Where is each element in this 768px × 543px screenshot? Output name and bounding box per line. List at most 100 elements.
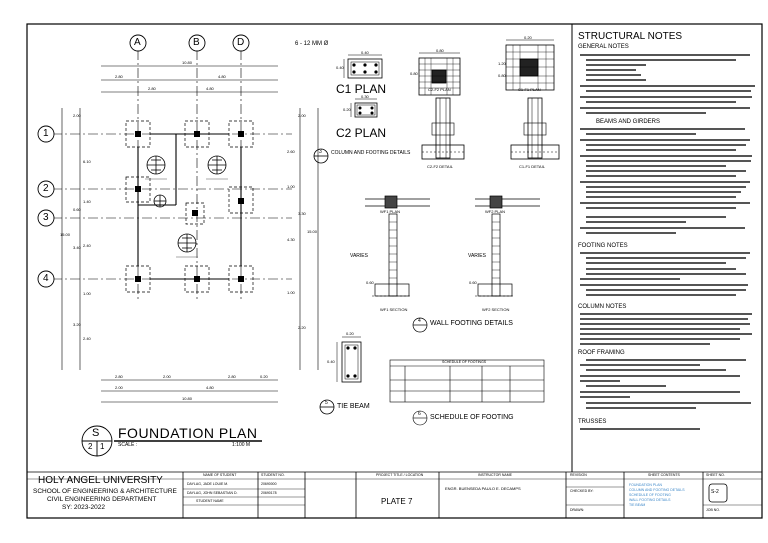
wall-footing-num: 4: [418, 318, 421, 324]
tie-beam-title: TIE BEAM: [337, 403, 370, 410]
foundation-plan-drawing: [37, 34, 319, 457]
plan-symbol-letter: S: [92, 427, 100, 439]
footing-dim: 1.20: [498, 61, 506, 66]
wall-footing-dim: 0.60: [366, 280, 374, 285]
grid-label-1: 1: [43, 128, 49, 139]
dim-left: 3.40: [73, 245, 81, 250]
wf2-section-label: WF2 SECTION: [482, 307, 510, 312]
wf1-section-label: WF1 SECTION: [380, 307, 408, 312]
notes-section: ROOF FRAMING: [578, 350, 625, 356]
dim-right: 2.20: [298, 325, 306, 330]
instructor-name: ENGR. BUENSEDA PAULO E. DECAMPS: [445, 486, 521, 491]
dim-bottom: 0.20: [260, 374, 268, 379]
drawn-label: DRAWN:: [570, 508, 585, 512]
name-header: NAME OF STUDENT: [203, 473, 237, 477]
grid-label-4: 4: [43, 273, 49, 284]
footing-dim: 0.80: [410, 71, 418, 76]
c1f1-plan-label: C1-F1 PLAN: [518, 87, 541, 92]
dim-left: 2.40: [83, 243, 91, 248]
c2f2-plan-label: C2-F2 PLAN: [428, 87, 451, 92]
footing-dim: 0.20: [524, 35, 532, 40]
dim-top: 4.80: [206, 86, 214, 91]
student-name: DAYLAG, JADE LOUIE M.: [187, 482, 229, 486]
sheet-content-item: TIE BEAM: [629, 503, 646, 507]
wall-footing-drawing: [365, 195, 540, 333]
sheet-contents-header: SHEET CONTENTS: [648, 473, 680, 477]
dim-left: 6.10: [83, 159, 91, 164]
dim-top: 10.80: [182, 60, 193, 65]
varies-label: VARIES: [468, 253, 486, 259]
student-name-label: STUDENT NAME: [196, 499, 224, 503]
sheet-no: S-2: [711, 489, 719, 495]
schedule-table-title: SCHEDULE OF FOOTINGS: [442, 360, 487, 364]
sheet-content-item: FOUNDATION PLAN: [629, 483, 662, 487]
notes-section: COLUMN NOTES: [578, 304, 627, 310]
dim-left: 15.00: [60, 232, 71, 237]
c1-plan-title: C1 PLAN: [336, 82, 387, 96]
schedule-num: 6: [418, 411, 421, 417]
dim-right: 4.30: [287, 237, 295, 242]
dim-left: 3.20: [73, 322, 81, 327]
grid-label-d: D: [237, 37, 245, 48]
column-footing-title: COLUMN AND FOOTING DETAILS: [331, 150, 411, 156]
c1f1-detail-label: C1-F1 DETAIL: [519, 164, 545, 169]
scale-value: 1:100 M: [232, 442, 251, 448]
scale-label: SCALE :: [118, 442, 138, 448]
notes-title: STRUCTURAL NOTES: [578, 31, 683, 42]
dim-top: 2.80: [115, 74, 123, 79]
dim-right: 2.60: [287, 149, 295, 154]
department-name: CIVIL ENGINEERING DEPARTMENT: [47, 496, 157, 503]
title-block: [27, 471, 762, 518]
grid-label-a: A: [134, 37, 141, 48]
sheet-content-item: SCHEDULE OF FOOTING: [629, 493, 671, 497]
instructor-header: INSTRUCTOR NAME: [478, 473, 512, 477]
sheet-content-item: WALL FOOTING DETAILS: [629, 498, 671, 502]
dim-right: 1.00: [287, 290, 295, 295]
c1-dim: 0.40: [361, 50, 369, 55]
tie-beam-drawing: [319, 336, 362, 415]
checked-by: CHECKED BY:: [570, 489, 594, 493]
dim-right: 15.00: [307, 229, 318, 234]
wf1-plan-label: WF1 PLAN: [380, 209, 401, 214]
plate-number: PLATE 7: [381, 497, 413, 506]
foundation-plan-title: FOUNDATION PLAN: [118, 425, 258, 441]
notes-section: TRUSSES: [578, 419, 607, 425]
notes-section: FOOTING NOTES: [578, 243, 628, 249]
revision-header: REVISION: [570, 473, 587, 477]
notes-section: BEAMS AND GIRDERS: [596, 119, 661, 125]
dim-right: 3.30: [298, 211, 306, 216]
wall-footing-title: WALL FOOTING DETAILS: [430, 320, 513, 327]
project-header: PROJECT TITLE / LOCATION: [376, 473, 424, 477]
dim-bottom: 2.00: [163, 374, 171, 379]
grid-label-3: 3: [43, 212, 49, 223]
notes-section: GENERAL NOTES: [578, 44, 629, 50]
dim-bottom: 10.80: [182, 396, 193, 401]
footing-dim: 0.80: [436, 48, 444, 53]
dim-right: 1.00: [287, 184, 295, 189]
school-name: SCHOOL OF ENGINEERING & ARCHITECTURE: [33, 488, 177, 495]
column-footing-num: 3: [319, 149, 322, 155]
sheet-border: [26, 23, 763, 519]
dim-bottom: 2.00: [115, 385, 123, 390]
dim-top: 4.80: [218, 74, 226, 79]
university-name: HOLY ANGEL UNIVERSITY: [38, 475, 163, 486]
dim-left: 2.00: [73, 113, 81, 118]
dim-left: 1.40: [83, 199, 91, 204]
c2f2-detail-label: C2-F2 DETAIL: [427, 164, 453, 169]
c2-plan-title: C2 PLAN: [336, 126, 387, 140]
job-no-label: JOB NO.: [706, 508, 721, 512]
grid-label-2: 2: [43, 183, 49, 194]
dim-right: 2.00: [298, 113, 306, 118]
student-no: 20690000: [261, 482, 277, 486]
c2-dim: 0.20: [343, 107, 351, 112]
schedule-table: [389, 359, 545, 426]
c2-dim: 0.30: [361, 94, 369, 99]
plan-symbol-num: 2: [88, 442, 93, 451]
schedule-title: SCHEDULE OF FOOTING: [430, 414, 514, 421]
dim-bottom: 2.80: [228, 374, 236, 379]
grid-label-b: B: [193, 37, 200, 48]
footing-dim: 0.80: [498, 73, 506, 78]
bar-label: 6 - 12 MM Ø: [295, 41, 329, 47]
student-no: 20690178: [261, 491, 277, 495]
sheet-content-item: COLUMN AND FOOTING DETAILS: [629, 488, 685, 492]
